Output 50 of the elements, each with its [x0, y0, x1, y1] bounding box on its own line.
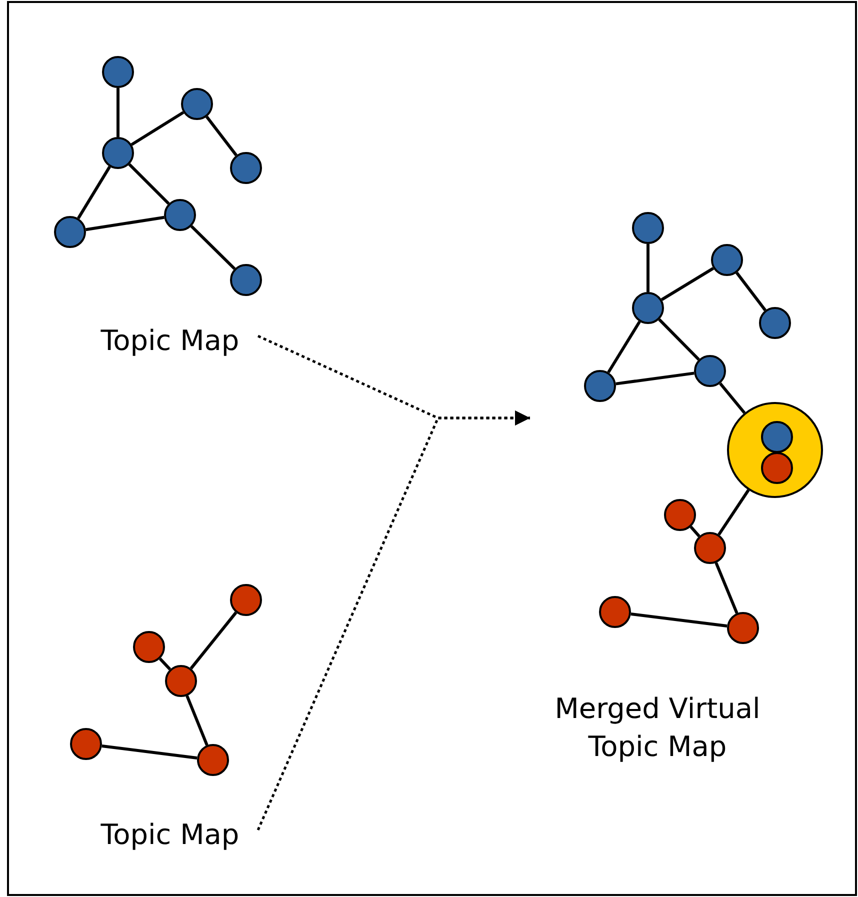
node-circle	[761, 452, 793, 484]
node-circle	[102, 137, 134, 169]
edge-line	[128, 163, 170, 205]
node-circle	[230, 152, 262, 184]
node-circle	[230, 584, 262, 616]
dotted-arrow	[256, 410, 530, 830]
node-circle	[711, 244, 743, 276]
node-circle	[584, 370, 616, 402]
node-circle	[164, 199, 196, 231]
edge-line	[630, 612, 728, 628]
edge-line	[186, 695, 208, 746]
edge-line	[206, 116, 238, 156]
node-circle	[165, 665, 197, 697]
edge-line	[736, 272, 766, 312]
node-circle	[632, 212, 664, 244]
node-circle	[230, 264, 262, 296]
edge-line	[660, 267, 714, 301]
node-circle	[761, 421, 793, 453]
edge-line	[719, 382, 746, 414]
edge-line	[86, 216, 164, 232]
node-circle	[632, 292, 664, 324]
edge-line	[616, 372, 694, 386]
node-circle	[727, 612, 759, 644]
node-circle	[694, 355, 726, 387]
node-circle	[102, 56, 134, 88]
node-circle	[181, 88, 213, 120]
edge-line	[607, 320, 641, 374]
node-circle	[133, 631, 165, 663]
edge-line	[130, 111, 184, 146]
edge-line	[116, 88, 120, 137]
map-label: Topic Map	[82, 322, 258, 360]
edge-line	[190, 612, 238, 670]
edge-line	[102, 744, 198, 760]
map-label: Merged Virtual Topic Map	[520, 690, 795, 766]
edge-line	[77, 166, 111, 220]
edge-line	[658, 318, 700, 361]
node-circle	[694, 532, 726, 564]
node-circle	[197, 744, 229, 776]
node-circle	[54, 216, 86, 248]
node-circle	[70, 728, 102, 760]
edge-line	[714, 562, 738, 614]
edge-line	[718, 489, 750, 536]
edge-line	[158, 658, 172, 670]
edge-line	[190, 225, 236, 270]
node-circle	[759, 307, 791, 339]
edge-line	[646, 244, 650, 292]
node-circle	[599, 596, 631, 628]
edge-line	[690, 526, 700, 538]
map-label: Topic Map	[82, 816, 258, 854]
node-circle	[664, 499, 696, 531]
